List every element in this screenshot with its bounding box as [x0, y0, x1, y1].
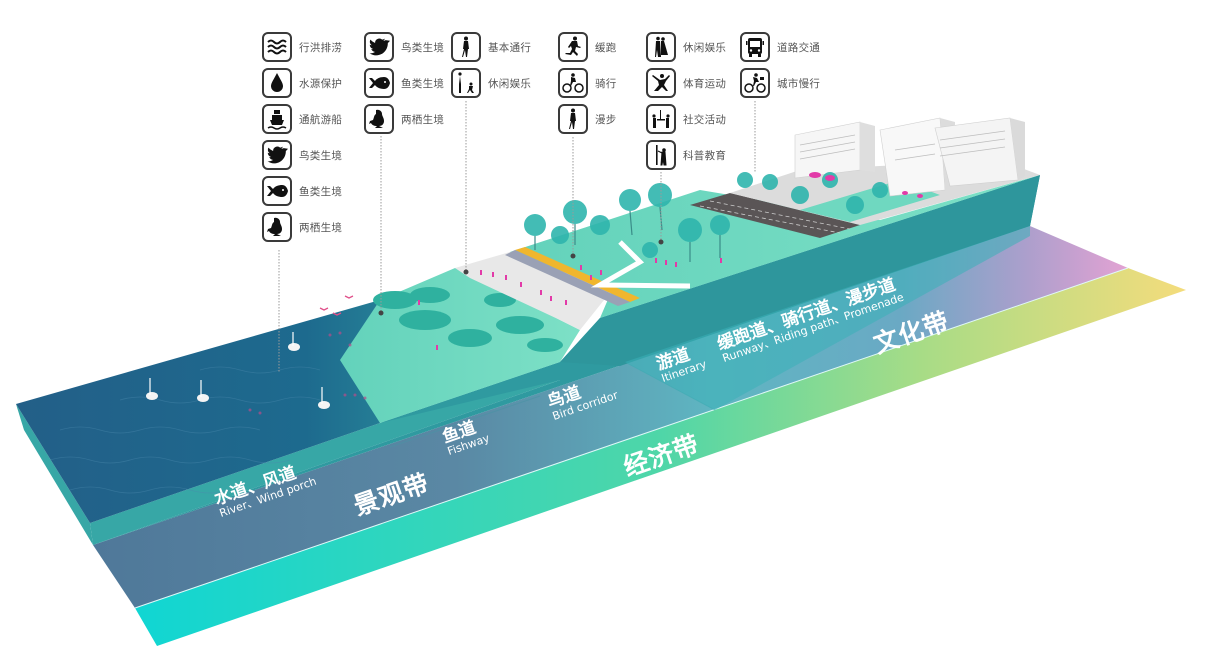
bird-icon	[262, 140, 292, 170]
sailboat	[146, 378, 158, 400]
icon-column-wetland: 鸟类生境 鱼类生境 两栖生境	[364, 29, 444, 137]
riding-path	[515, 247, 640, 302]
band-divider	[134, 267, 1129, 609]
running-icon	[558, 32, 588, 62]
park-trees	[524, 172, 888, 258]
bus-icon	[740, 32, 770, 62]
waves-icon	[262, 32, 292, 62]
sailboat	[197, 380, 209, 402]
leader-dots	[378, 239, 664, 316]
legend-item: 鸟类生境	[364, 29, 444, 65]
economic-belt-band	[135, 268, 1186, 646]
embankment-slope	[455, 252, 612, 330]
park-area	[510, 175, 1040, 318]
strolling-icon	[558, 104, 588, 134]
leisure-play-icon	[451, 68, 481, 98]
leisure-couple-icon	[646, 32, 676, 62]
legend-item: 漫步	[558, 101, 617, 137]
corridor-divider	[389, 395, 541, 448]
legend-item: 道路交通	[740, 29, 820, 65]
fish-icon	[364, 68, 394, 98]
fish-icon	[262, 176, 292, 206]
legend-item: 行洪排涝	[262, 29, 342, 65]
frog-icon	[262, 212, 292, 242]
leader-lines	[278, 101, 756, 372]
fish	[248, 331, 367, 415]
bird-icon	[364, 32, 394, 62]
legend-item: 城市慢行	[740, 65, 820, 101]
legend-item: 科普教育	[646, 137, 726, 173]
frog-icon	[364, 104, 394, 134]
legend-item: 缓跑	[558, 29, 617, 65]
water-surface	[16, 285, 430, 523]
promenade-path	[590, 240, 691, 289]
icon-column-water: 行洪排涝 水源保护 通航游船 鸟类生境 鱼类生境 两栖生境	[262, 29, 342, 245]
icon-column-park: 休闲娱乐 体育运动 社交活动 科普教育	[646, 29, 726, 173]
pedestrians	[418, 172, 923, 350]
itinerary-zone	[625, 226, 1030, 410]
sailboat	[288, 332, 300, 351]
walking-person-icon	[451, 32, 481, 62]
embankment-wall-upper	[560, 175, 1040, 366]
water-drop-icon	[262, 68, 292, 98]
sports-icon	[646, 68, 676, 98]
running-path	[505, 250, 630, 306]
legend-item: 休闲娱乐	[451, 65, 531, 101]
legend-item: 鱼类生境	[262, 173, 342, 209]
legend-item: 水源保护	[262, 65, 342, 101]
wetland-bushes	[373, 287, 563, 352]
education-icon	[646, 140, 676, 170]
icon-column-urban: 道路交通 城市慢行	[740, 29, 820, 101]
slab-side-teal	[16, 404, 93, 545]
icon-column-embankment: 基本通行 休闲娱乐	[451, 29, 531, 101]
birds	[319, 295, 354, 316]
road-markings	[699, 200, 851, 234]
legend-item: 两栖生境	[262, 209, 342, 245]
legend-item: 鸟类生境	[262, 137, 342, 173]
urban-road	[690, 193, 860, 238]
social-activity-icon	[646, 104, 676, 134]
sailboats	[146, 332, 330, 409]
legend-item: 通航游船	[262, 101, 342, 137]
wave-texture	[49, 366, 321, 494]
buildings	[794, 117, 1025, 197]
legend-item: 鱼类生境	[364, 65, 444, 101]
legend-item: 骑行	[558, 65, 617, 101]
slow-cycling-icon	[740, 68, 770, 98]
legend-item: 两栖生境	[364, 101, 444, 137]
legend-item: 基本通行	[451, 29, 531, 65]
legend-item: 社交活动	[646, 101, 726, 137]
cycling-icon	[558, 68, 588, 98]
legend-item: 休闲娱乐	[646, 29, 726, 65]
sailboat	[318, 387, 330, 409]
ship-icon	[262, 104, 292, 134]
legend-item: 体育运动	[646, 65, 726, 101]
icon-column-paths: 缓跑 骑行 漫步	[558, 29, 617, 137]
